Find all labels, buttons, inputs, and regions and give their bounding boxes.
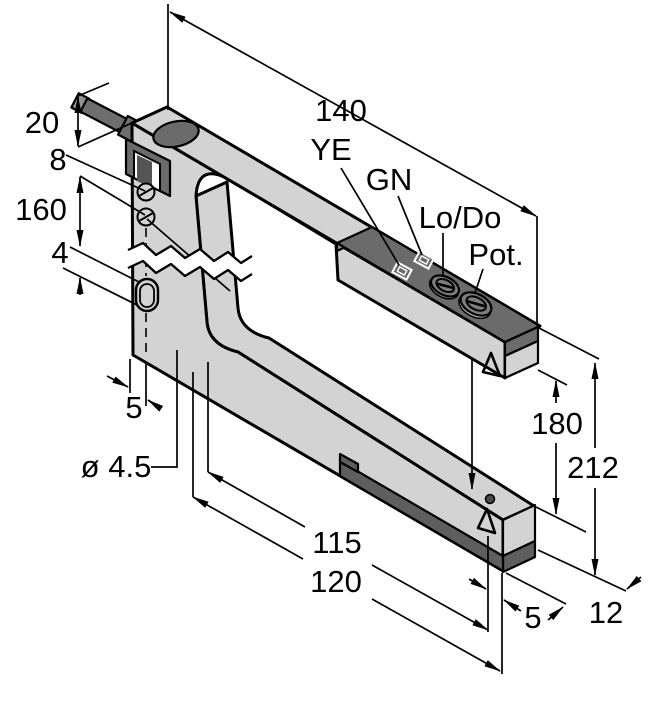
front-face [130, 121, 507, 573]
break-gap [128, 243, 252, 281]
label-pot: Pot. [468, 237, 523, 272]
upper-beam-triangle-icon [481, 351, 502, 378]
lodo-potentiometer [428, 274, 461, 300]
dim-12: 12 [589, 595, 623, 630]
screw-top [136, 182, 156, 202]
sensor-outline [70, 92, 542, 574]
dim-115: 115 [312, 525, 361, 560]
mounting-slot-inner [139, 283, 155, 308]
dim-120: 120 [310, 564, 362, 599]
pot-potentiometer [458, 291, 493, 320]
dim-180: 180 [531, 406, 583, 441]
dim-140: 140 [315, 93, 367, 128]
display-window-inner [137, 155, 152, 188]
lower-beam-triangle-icon [476, 507, 497, 535]
window-strip-step [338, 452, 360, 474]
led-green-indicator [413, 250, 435, 270]
dim-160: 160 [15, 192, 67, 227]
dimension-lines [62, 4, 642, 674]
label-lodo: Lo/Do [419, 200, 502, 235]
reference-dot [484, 493, 496, 505]
upper-arm-end-face [503, 339, 540, 380]
dim-4: 4 [51, 235, 68, 270]
dimension-labels: 140 20 8 160 4 5 ø 4.5 115 120 180 212 5… [15, 93, 623, 635]
dim-hole-diameter: ø 4.5 [81, 449, 152, 484]
dim-8: 8 [49, 142, 66, 177]
dim-5-left: 5 [125, 390, 142, 425]
break-line-upper [127, 241, 253, 265]
dim-212: 212 [567, 450, 619, 485]
window-strip [338, 459, 505, 573]
break-line-lower [127, 259, 253, 283]
dim-5-right: 5 [524, 600, 541, 635]
screw-bottom [136, 207, 156, 227]
label-ye: YE [310, 132, 351, 167]
label-gn: GN [366, 162, 413, 197]
dim-20: 20 [25, 105, 59, 140]
led-yellow-indicator [391, 261, 413, 281]
